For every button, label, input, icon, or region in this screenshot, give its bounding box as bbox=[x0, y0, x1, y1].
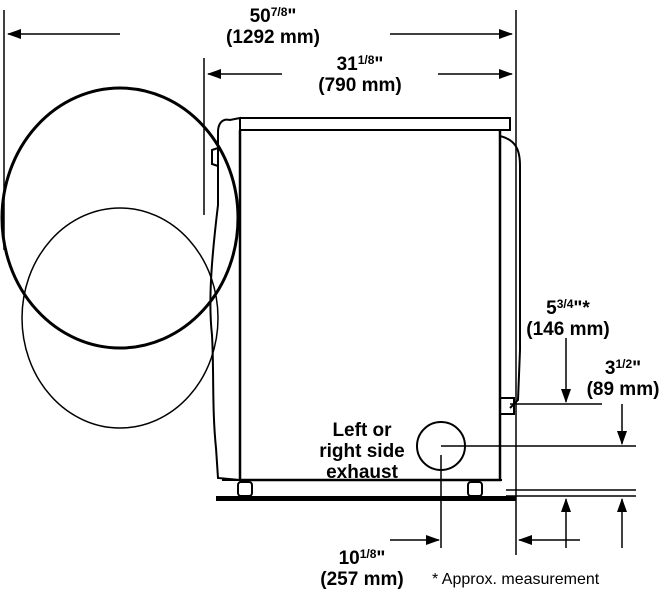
cabinet-top bbox=[240, 117, 511, 131]
overall-depth-label: 507/8" (1292 mm) bbox=[170, 6, 376, 47]
dimension-lines bbox=[3, 10, 636, 555]
dryer-outline bbox=[0, 86, 521, 497]
front-panel bbox=[209, 116, 241, 482]
cabinet-depth-label: 311/8" (790 mm) bbox=[282, 54, 438, 95]
footnote: * Approx. measurement bbox=[432, 571, 600, 588]
exhaust-height-top-label: 53/4"* (146 mm) bbox=[526, 297, 610, 340]
rear-exhaust-stub bbox=[499, 397, 515, 415]
rear-vent bbox=[499, 135, 521, 409]
foot-front bbox=[237, 481, 253, 497]
door-glass bbox=[21, 207, 219, 429]
exhaust-height-bottom-label: 31/2" (89 mm) bbox=[586, 357, 660, 400]
control-knob bbox=[211, 147, 219, 167]
exhaust-from-back-label: 101/8" (257 mm) bbox=[320, 547, 404, 590]
exhaust-label: Left or right side exhaust bbox=[319, 420, 405, 483]
floor-line bbox=[216, 496, 516, 501]
foot-rear bbox=[467, 481, 483, 497]
door-ring bbox=[0, 86, 240, 350]
